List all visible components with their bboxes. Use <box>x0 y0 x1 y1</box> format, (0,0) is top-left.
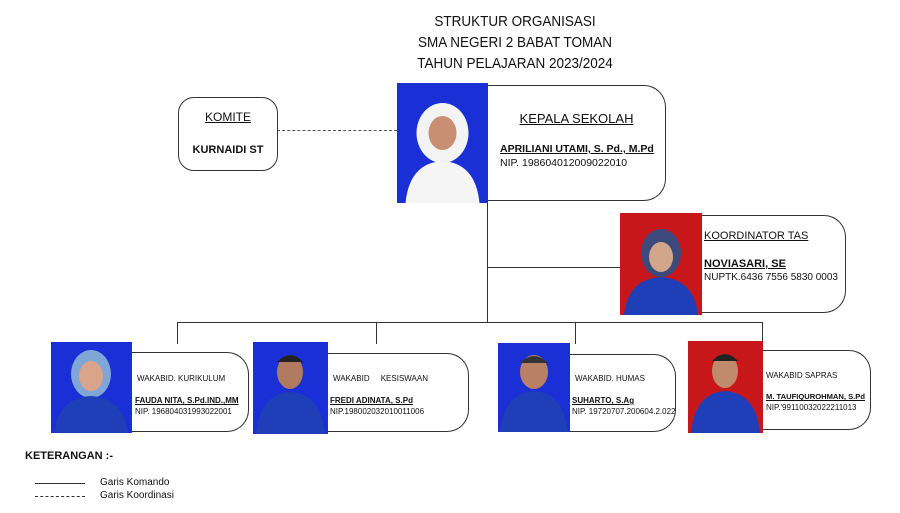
koordinator-id: NUPTK.6436 7556 5830 0003 <box>704 272 838 283</box>
legend-label-koordinasi: Garis Koordinasi <box>100 490 174 501</box>
legend-solid-line <box>35 483 85 484</box>
wakabid-sapras-id: NIP.'99110032022211013 <box>766 403 857 412</box>
drop-line-2 <box>376 322 378 344</box>
kepala-box: KEPALA SEKOLAH APRILIANI UTAMI, S. Pd., … <box>488 85 666 201</box>
person-photo-icon <box>691 354 760 433</box>
wakabid-kesiswaan-box: WAKABID KESISWAAN FREDI ADINATA, S.Pd NI… <box>328 353 469 432</box>
wakabid-kurikulum-name: FAUDA NITA, S.Pd.IND.,MM <box>135 396 239 405</box>
wakabid-humas-id: NIP. 19720707.200604.2.022 <box>572 407 676 416</box>
koordinator-photo <box>620 213 702 315</box>
kepala-name: APRILIANI UTAMI, S. Pd., M.Pd <box>500 143 654 155</box>
komite-name: KURNAIDI ST <box>192 144 264 156</box>
wakabid-kurikulum-id: NIP. 196804031993022001 <box>135 407 232 416</box>
koordinator-role: KOORDINATOR TAS <box>704 230 809 242</box>
komite-role: KOMITE <box>204 110 251 124</box>
wakabid-sapras-box: WAKABID SAPRAS M. TAUFIQUROHMAN, S.Pd NI… <box>763 350 871 430</box>
koordinator-box: KOORDINATOR TAS NOVIASARI, SE NUPTK.6436… <box>702 215 846 313</box>
wakabid-kesiswaan-id: NIP.198002032010011006 <box>330 407 425 416</box>
person-photo-icon <box>624 229 698 315</box>
wakabid-kesiswaan-photo <box>253 342 328 434</box>
wakabid-sapras-name: M. TAUFIQUROHMAN, S.Pd <box>766 392 865 401</box>
wakabid-kurikulum-photo <box>51 342 132 433</box>
legend-heading: KETERANGAN :- <box>25 450 113 462</box>
wakabid-humas-box: WAKABID. HUMAS SUHARTO, S.Ag NIP. 197207… <box>570 354 676 432</box>
wakabid-kesiswaan-name: FREDI ADINATA, S.Pd <box>330 396 413 405</box>
wakabid-humas-name: SUHARTO, S.Ag <box>572 396 635 405</box>
chart-title-line-2: SMA NEGERI 2 BABAT TOMAN <box>417 34 613 51</box>
wakabid-humas-photo <box>498 343 570 432</box>
person-photo-icon <box>405 103 480 203</box>
legend-dashed-line <box>35 496 85 497</box>
person-photo-icon <box>256 355 325 434</box>
chart-title-line-1: STRUKTUR ORGANISASI <box>434 13 596 30</box>
kepala-role: KEPALA SEKOLAH <box>519 111 634 126</box>
drop-line-3 <box>575 322 577 344</box>
chart-title-line-3: TAHUN PELAJARAN 2023/2024 <box>417 55 613 72</box>
wakabid-kurikulum-role: WAKABID. KURIKULUM <box>137 374 226 383</box>
wakabid-sapras-photo <box>688 341 763 433</box>
kepala-id: NIP. 198604012009022010 <box>500 157 628 169</box>
command-line-koordinator <box>487 267 620 269</box>
person-photo-icon <box>54 350 128 433</box>
kepala-photo <box>397 83 488 203</box>
wakabid-kesiswaan-role: WAKABID KESISWAAN <box>333 374 428 383</box>
drop-line-1 <box>177 322 179 344</box>
wakabid-sapras-role: WAKABID SAPRAS <box>766 371 838 380</box>
legend-label-komando: Garis Komando <box>100 477 170 488</box>
wakabid-humas-role: WAKABID. HUMAS <box>575 374 645 383</box>
koordinator-name: NOVIASARI, SE <box>704 258 786 270</box>
coordination-line-komite <box>277 130 397 131</box>
person-photo-icon <box>500 355 568 432</box>
drop-line-4 <box>762 322 764 342</box>
command-line-vertical <box>487 203 489 323</box>
wakabid-kurikulum-box: WAKABID. KURIKULUM FAUDA NITA, S.Pd.IND.… <box>132 352 249 432</box>
command-line-horizontal <box>177 322 763 324</box>
komite-box: KOMITE KURNAIDI ST <box>178 97 278 171</box>
